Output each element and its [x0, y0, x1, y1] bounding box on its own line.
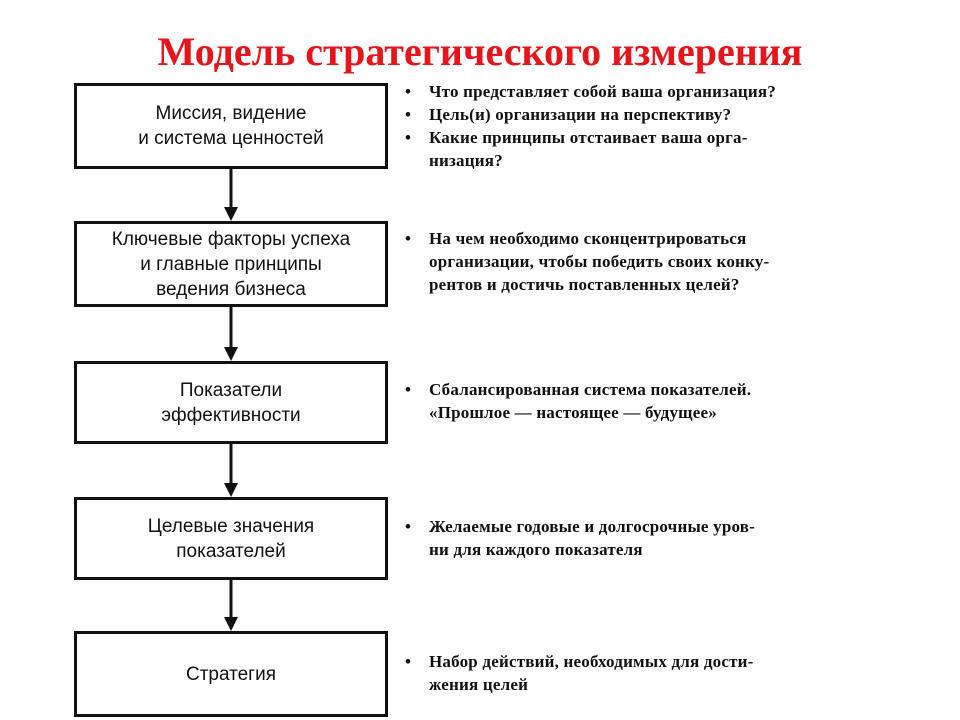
- step-label: Ключевые факторы успеха и главные принци…: [111, 228, 351, 300]
- note-item: • Набор действий, необходимых для дости-…: [405, 650, 885, 696]
- down-arrow-icon: [224, 444, 238, 497]
- step-box-success-factors: Ключевые факторы успеха и главные принци…: [74, 221, 388, 307]
- step-box-indicators: Показатели эффективности: [74, 361, 388, 444]
- bullet-icon: •: [405, 105, 411, 124]
- note-item: • Что представляет собой ваша организаци…: [405, 80, 885, 103]
- step-label: Стратегия: [185, 663, 277, 685]
- note-text: Желаемые годовые и долгосрочные уров- ни…: [429, 517, 755, 559]
- step-label: Миссия, видение и система ценностей: [138, 103, 324, 149]
- bullet-icon: •: [405, 380, 411, 399]
- down-arrow-icon: [224, 580, 238, 631]
- slide-title: Модель стратегического измерения: [157, 29, 803, 74]
- note-text: На чем необходимо сконцентрироваться орг…: [429, 229, 770, 294]
- step-notes-target-values: • Желаемые годовые и долгосрочные уров- …: [405, 515, 885, 561]
- down-arrow-icon: [224, 169, 238, 221]
- note-item: • На чем необходимо сконцентрироваться о…: [405, 227, 885, 296]
- bullet-icon: •: [405, 82, 411, 101]
- note-item: • Цель(и) организации на перспективу?: [405, 103, 885, 126]
- note-text: Какие принципы отстаивает ваша орга- низ…: [429, 128, 748, 170]
- step-label: Показатели эффективности: [161, 379, 301, 426]
- note-item: • Сбалансированная система показателей. …: [405, 378, 885, 424]
- note-text: Цель(и) организации на перспективу?: [429, 105, 732, 124]
- down-arrow-icon: [224, 307, 238, 361]
- bullet-icon: •: [405, 229, 411, 248]
- step-box-mission: Миссия, видение и система ценностей: [74, 83, 388, 169]
- bullet-icon: •: [405, 517, 411, 536]
- note-text: Что представляет собой ваша организация?: [429, 82, 776, 101]
- note-item: • Желаемые годовые и долгосрочные уров- …: [405, 515, 885, 561]
- bullet-icon: •: [405, 128, 411, 147]
- step-notes-indicators: • Сбалансированная система показателей. …: [405, 378, 885, 424]
- step-label: Целевые значения показателей: [147, 515, 315, 562]
- step-notes-success-factors: • На чем необходимо сконцентрироваться о…: [405, 227, 885, 296]
- step-notes-mission: • Что представляет собой ваша организаци…: [405, 80, 885, 172]
- note-text: Сбалансированная система показателей. «П…: [429, 380, 752, 422]
- step-box-strategy: Стратегия: [74, 631, 388, 717]
- bullet-icon: •: [405, 652, 411, 671]
- note-text: Набор действий, необходимых для дости- ж…: [429, 652, 754, 694]
- step-box-target-values: Целевые значения показателей: [74, 497, 388, 580]
- step-notes-strategy: • Набор действий, необходимых для дости-…: [405, 650, 885, 696]
- note-item: • Какие принципы отстаивает ваша орга- н…: [405, 126, 885, 172]
